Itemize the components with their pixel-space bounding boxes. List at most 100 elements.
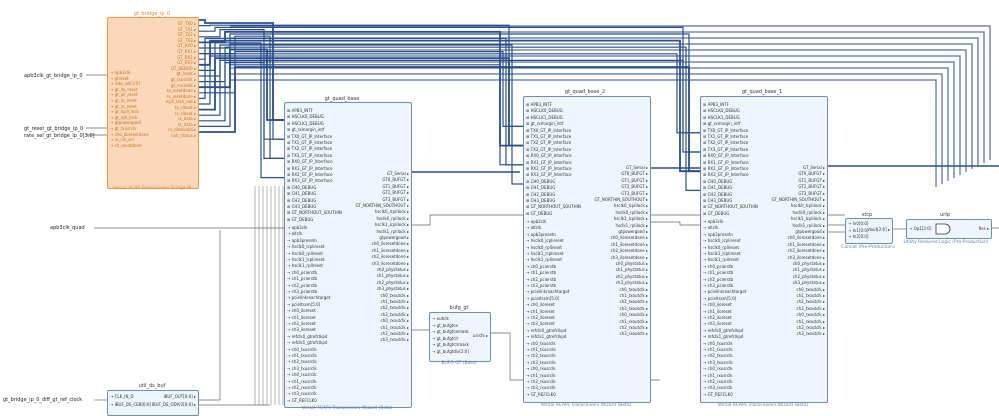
interface-pin[interactable]: ⊞ HSCLK1_DEBUG	[526, 114, 563, 120]
output-pin[interactable]: ch1_txoutclk ▸	[619, 293, 648, 298]
input-pin[interactable]: → ch2_rxusrclk	[287, 385, 317, 390]
interface-pin[interactable]: ⊞ HSCLK0_DEBUG	[287, 114, 324, 120]
input-pin[interactable]: → ch3_pcierstb	[703, 283, 734, 288]
input-pin[interactable]: → hsclk1_lcplireset	[526, 251, 564, 256]
input-pin[interactable]: → gtpowergood	[110, 120, 141, 126]
output-pin[interactable]: rx_datavalid ▸	[168, 127, 196, 133]
input-pin[interactable]: → apb3clk	[703, 219, 724, 224]
output-pin[interactable]: ch3_iloresetdone ▸	[610, 254, 648, 260]
output-pin[interactable]: ch0_iloresetdone ▸	[371, 241, 409, 247]
output-pin[interactable]: ch0_rxoutclk ▸	[380, 318, 409, 324]
interface-pin[interactable]: ⊞ RX3_GT_IP_Interface	[703, 172, 749, 178]
output-pin[interactable]: ch3_txoutclk ▸	[380, 311, 409, 317]
input-pin[interactable]: → gt_txusrclk	[110, 126, 137, 131]
gt-bridge-block[interactable]: → apb3clk→ gtreset→ rate_sel[3:0]→ gt_il…	[107, 17, 199, 189]
output-pin[interactable]: ch3_phystatus ▸	[792, 280, 825, 286]
input-pin[interactable]: → ch3_iloreset	[526, 321, 555, 327]
input-pin[interactable]: → ch1_txusrclk	[287, 353, 317, 358]
interface-pin[interactable]: ⊞ APB3_INTF	[526, 102, 552, 107]
output-pin[interactable]: ch3_txoutclk ▸	[619, 305, 648, 311]
input-pin[interactable]: → ch3_txusrclk	[703, 359, 733, 365]
interface-pin[interactable]: ⊞ CH2_DEBUG	[526, 191, 556, 197]
input-pin[interactable]: → ch0_iloresetdone	[110, 131, 149, 137]
input-pin[interactable]: → altclk	[287, 231, 303, 237]
output-pin[interactable]: GT3_BUFGT ▸	[798, 190, 825, 196]
output-pin[interactable]: gtpowergood ▸	[618, 229, 648, 234]
input-pin[interactable]: → ch1_pcierstb	[287, 276, 318, 282]
input-pin[interactable]: → ch3_rxusrclk	[703, 385, 733, 391]
input-pin[interactable]: → refclk1_gtrefclkpd	[526, 334, 567, 340]
interface-pin[interactable]: ⊞ TX0_GT_IP_Interface	[287, 133, 333, 139]
output-pin[interactable]: ch1_rxoutclk ▸	[380, 324, 409, 330]
output-pin[interactable]: ch3_iloresetdone ▸	[787, 254, 825, 260]
interface-pin[interactable]: ⊞ TX0_GT_IP_Interface	[703, 127, 749, 133]
output-pin[interactable]: ch0_rxoutclk ▸	[619, 312, 648, 318]
input-pin[interactable]: → GT_REFCLK0	[287, 397, 317, 403]
input-pin[interactable]: → hsclk0_rpllreset	[703, 244, 739, 250]
interface-pin[interactable]: ⊞ TX2_GT_IP_Interface	[703, 140, 749, 146]
interface-pin[interactable]: ⊞ HSCLK0_DEBUG	[526, 108, 563, 114]
input-pin[interactable]: → gt_lcpll_lock	[110, 109, 139, 115]
input-pin[interactable]: → apb3presetn	[287, 237, 317, 243]
quad-base-2-block[interactable]: ⊞ APB3_INTF⊞ HSCLK0_DEBUG⊞ HSCLK1_DEBUG⊞…	[523, 96, 651, 403]
input-pin[interactable]: → pcielinkreachtarget	[703, 289, 747, 295]
input-pin[interactable]: → apb3clk	[110, 70, 131, 75]
input-pin[interactable]: → ch0_txusrclk	[287, 346, 317, 352]
output-pin[interactable]: ch3_rxoutclk ▸	[619, 331, 648, 337]
output-pin[interactable]: hsclk1_rplilock ▸	[615, 222, 648, 228]
output-pin[interactable]: GT_RX1 ▸	[177, 49, 196, 54]
output-pin[interactable]: GT1_BUFGT ▸	[382, 183, 409, 189]
output-pin[interactable]: GT1_BUFGT ▸	[621, 177, 648, 183]
interface-pin[interactable]: ⊞ RX1_GT_IP_Interface	[526, 159, 572, 165]
interface-pin[interactable]: ⊞ TX3_GT_IP_Interface	[703, 146, 749, 152]
output-pin[interactable]: hsclk0_rplilock ▸	[792, 209, 825, 215]
interface-pin[interactable]: ⊞ GT_NORTHOUT_SOUTHIN	[287, 210, 342, 216]
output-pin[interactable]: ch2_phystatus ▸	[615, 273, 648, 279]
output-pin[interactable]: GT_TX2 ▸	[177, 32, 196, 38]
output-pin[interactable]: ch3_phystatus ▸	[376, 286, 409, 292]
input-pin[interactable]: → ch3_txusrclk	[526, 359, 556, 365]
port-diff-gt-ref-clock[interactable]: gt_bridge_ip_0_diff_gt_ref_clock	[3, 397, 82, 403]
output-pin[interactable]: ch0_txoutclk ▸	[380, 292, 409, 298]
output-pin[interactable]: gt_rxusrclk ▸	[170, 82, 196, 88]
output-pin[interactable]: rx_clkout ▸	[174, 110, 196, 116]
interface-pin[interactable]: ⊞ gt_rxmargin_intf	[526, 121, 564, 127]
input-pin[interactable]: → ch0_txusrclk	[703, 340, 733, 346]
input-pin[interactable]: → pcielinkreachtarget	[287, 295, 331, 301]
output-pin[interactable]: GT0_BUFGT ▸	[798, 171, 825, 177]
input-pin[interactable]: → refclk1_gtrefclkpd	[287, 340, 328, 346]
input-pin[interactable]: → ch0_rxusrclk	[287, 372, 317, 378]
output-pin[interactable]: tx_resetdone ▸	[166, 88, 196, 94]
input-pin[interactable]: → gt_ilo_reset	[110, 86, 138, 92]
output-pin[interactable]: ch1_iloresetdone ▸	[371, 247, 409, 253]
output-pin[interactable]: tx_clkout ▸	[174, 105, 196, 110]
input-pin[interactable]: → ch1_iloreset	[703, 308, 732, 314]
output-pin[interactable]: IBUF_DS_ODIV2[0:0] ▸	[151, 402, 196, 407]
output-pin[interactable]: hsclk0_lcplilock ▸	[790, 203, 825, 209]
input-pin[interactable]: → ch2_txusrclk	[703, 353, 733, 359]
input-pin[interactable]: → refclk0_gtrefclkpd	[526, 327, 567, 333]
output-pin[interactable]: GT0_BUFGT ▸	[382, 177, 409, 183]
output-pin[interactable]: ch1_iloresetdone ▸	[610, 241, 648, 247]
input-pin[interactable]: → ch3_iloreset	[287, 327, 316, 333]
input-pin[interactable]: → ch2_txusrclk	[526, 353, 556, 359]
input-pin[interactable]: → ch3_iloreset	[703, 321, 732, 327]
input-pin[interactable]: → gt_tx_reset	[110, 98, 137, 103]
output-pin[interactable]: ch1_txoutclk ▸	[380, 299, 409, 304]
output-pin[interactable]: ch1_phystatus ▸	[792, 267, 825, 273]
output-pin[interactable]: GT3_BUFGT ▸	[382, 196, 409, 202]
output-pin[interactable]: hsclk1_lcplilock ▸	[613, 216, 648, 222]
interface-pin[interactable]: ⊞ CH3_DEBUG	[526, 198, 556, 203]
input-pin[interactable]: → gt_bufgtclrmask	[432, 342, 469, 347]
input-pin[interactable]: → ch2_pcierstb	[287, 282, 318, 288]
interface-pin[interactable]: ⊞ CH0_DEBUG	[526, 178, 556, 184]
output-pin[interactable]: ch1_rxoutclk ▸	[619, 318, 648, 324]
input-pin[interactable]: → refclk1_gtrefclkpd	[703, 334, 744, 340]
output-pin[interactable]: GT2_BUFGT ▸	[798, 184, 825, 190]
interface-pin[interactable]: ⊞ gt_rxmargin_intf	[287, 127, 325, 133]
interface-pin[interactable]: ⊞ TX1_GT_IP_Interface	[703, 134, 749, 139]
output-pin[interactable]: hsclk1_lcplilock ▸	[790, 216, 825, 222]
quad-base-1-block[interactable]: ⊞ APB3_INTF⊞ HSCLK0_DEBUG⊞ HSCLK1_DEBUG⊞…	[700, 96, 828, 403]
input-pin[interactable]: → refclk0_gtrefclkpd	[287, 333, 328, 339]
